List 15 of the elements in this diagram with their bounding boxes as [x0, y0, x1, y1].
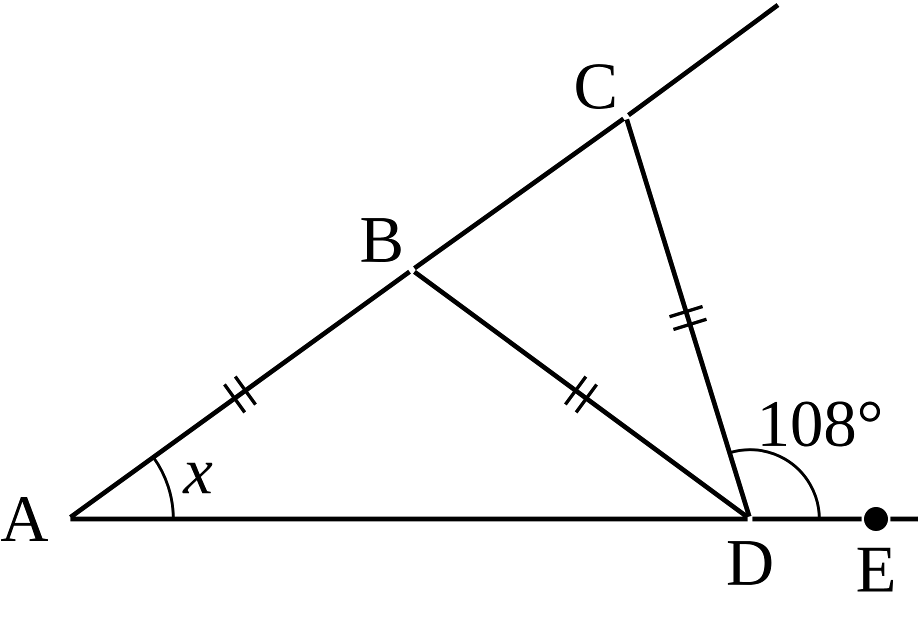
line-segment: [413, 116, 625, 270]
point-label: D: [728, 541, 772, 585]
line-segment: [752, 516, 862, 522]
line-segment: [70, 516, 748, 522]
point-label: A: [1, 496, 48, 541]
line-segment: [626, 3, 780, 118]
line-segment: [624, 118, 752, 518]
line-segment: [890, 516, 918, 522]
angle-label: x: [182, 462, 212, 494]
line-segment: [69, 270, 411, 520]
point-label: C: [576, 64, 614, 109]
node-label: E: [858, 548, 894, 592]
line-segment: [412, 270, 750, 520]
angle-label: 108°: [762, 402, 880, 446]
point-label: B: [361, 218, 401, 262]
